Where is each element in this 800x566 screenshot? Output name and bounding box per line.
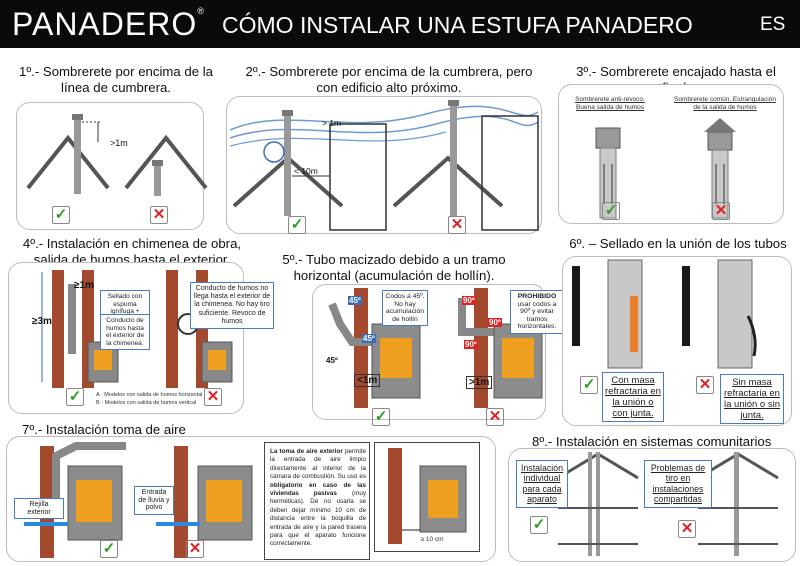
section-4-illustration: [41, 270, 233, 388]
height-label: > 1m: [322, 118, 342, 128]
distance-label: ≥ 10 cm: [420, 536, 444, 543]
section-2-title: 2º.- Sombrerete por encima de la cumbrer…: [245, 64, 533, 95]
incorrect-icon: ✕: [186, 540, 204, 558]
callout-sealed-joint: Con masa refractaria en la unión o con j…: [602, 372, 664, 422]
section-8-title: 8º.- Instalación en sistemas comunitario…: [532, 434, 772, 449]
section-5-title: 5º.- Tubo macizado debido a un tramo hor…: [282, 252, 506, 283]
distance-label: <1m: [354, 374, 381, 387]
angle-label: 90º: [488, 318, 502, 327]
callout-prohibited: PROHIBIDO usar codos a 90º y evitar tram…: [510, 290, 564, 334]
section-1-illustration: [26, 114, 208, 196]
angle-label: 90º: [462, 296, 476, 305]
incorrect-icon: ✕: [204, 388, 222, 406]
correct-icon: ✓: [52, 206, 70, 224]
section-1-title: 1º.- Sombrerete por encima de la línea d…: [19, 64, 213, 95]
header-bar: PANADERO® CÓMO INSTALAR UNA ESTUFA PANAD…: [0, 0, 800, 48]
section-7-illustration: [24, 442, 253, 558]
incorrect-icon: ✕: [150, 206, 168, 224]
section-5-illustration: [328, 288, 543, 408]
info-text: La toma de aire exterior permite la entr…: [270, 448, 366, 548]
distance-label: >1m: [466, 376, 493, 389]
angle-label: 45º: [348, 296, 362, 305]
incorrect-icon: ✕: [712, 202, 730, 220]
note-common-cowl: Sombrerete común. Estrangulación de la s…: [674, 96, 776, 111]
detail-illustration: [388, 448, 467, 544]
angle-label: 45º: [362, 334, 376, 343]
callout-shared: Problemas de tiro en instalaciones compa…: [644, 460, 712, 508]
section-3-panel: [558, 84, 784, 224]
section-3-illustration: [595, 118, 736, 219]
note-anti-backdraft: Sombrerete anti-revoco. Buena salida de …: [575, 96, 645, 111]
angle-label: 45º: [326, 356, 338, 365]
correct-icon: ✓: [530, 516, 548, 534]
correct-icon: ✓: [372, 408, 390, 426]
section-2-illustration: [229, 100, 539, 231]
label-grille: Rejilla exterior: [14, 498, 64, 520]
correct-icon: ✓: [100, 540, 118, 558]
correct-icon: ✓: [602, 202, 620, 220]
chimney-height-label: ≥1m: [74, 280, 94, 291]
page-title: CÓMO INSTALAR UNA ESTUFA PANADERO: [222, 12, 693, 38]
angle-label: 90º: [464, 340, 478, 349]
chimney-length-label: ≥3m: [32, 316, 52, 327]
callout-flue-short: Conducto de humos no llega hasta el exte…: [190, 282, 274, 330]
distance-label: < 10m: [294, 166, 318, 176]
legend-b: B · Modelos con salida de humos vertical: [96, 400, 197, 406]
info-box: [264, 442, 370, 560]
incorrect-icon: ✕: [678, 520, 696, 538]
incorrect-icon: ✕: [696, 376, 714, 394]
callout-45deg: Codos a 45º. No hay acumulación de hollí…: [382, 290, 428, 327]
section-6-title: 6º. – Sellado en la unión de los tubos: [569, 236, 787, 251]
label-inlet: Entrada de lluvia y polvo: [134, 486, 174, 515]
height-label: >1m: [110, 138, 128, 148]
callout-individual: Instalación individual para cada aparato: [516, 460, 568, 508]
language-code: ES: [760, 14, 786, 35]
correct-icon: ✓: [580, 376, 598, 394]
callout-unsealed-joint: Sin masa refractaria en la unión o sin j…: [720, 374, 784, 424]
incorrect-icon: ✕: [486, 408, 504, 426]
correct-icon: ✓: [66, 388, 84, 406]
callout-flue: Conducto de humos hasta el exterior de l…: [100, 314, 150, 351]
section-6-illustration: [572, 259, 757, 369]
legend-a: A · Modelos con salida de humos horizont…: [96, 392, 203, 398]
correct-icon: ✓: [288, 216, 306, 234]
incorrect-icon: ✕: [448, 216, 466, 234]
brand-logo: PANADERO®: [12, 6, 205, 42]
